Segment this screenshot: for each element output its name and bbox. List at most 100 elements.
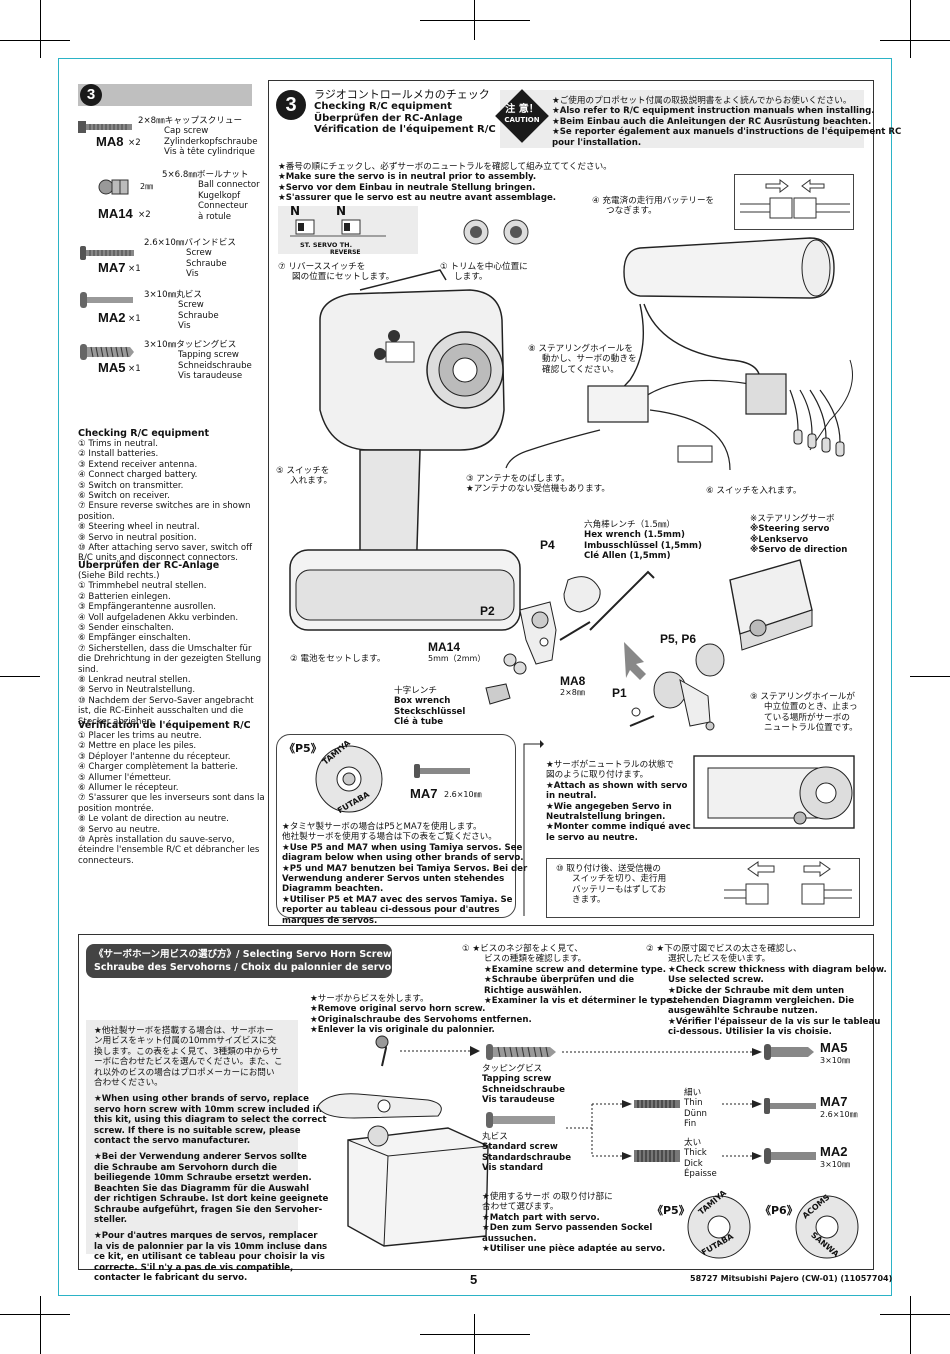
lower-p6-label: 《P6》 (760, 1204, 798, 1217)
p5-text: ★タミヤ製サーボの場合はP5とMA7を使用します。 他社製サーボを使用する場合は… (282, 822, 527, 926)
part-size: 2㎜ (140, 182, 154, 191)
servo-saver-diagram (503, 559, 813, 731)
info-line: correcte. S'il n'y a pas de vis compatib… (94, 1262, 294, 1273)
note-line: ★Servo vor dem Einbau in neutrale Stellu… (278, 182, 536, 193)
checklist-item: éteindre l'ensemble R/C et débrancher le… (78, 845, 260, 856)
callout-line: つなぎます。 (606, 206, 657, 217)
checklist-item: R/C units and disconnect connectors. (78, 553, 238, 564)
p5-line: ★Utiliser P5 et MA7 avec des servos Tami… (282, 894, 513, 905)
cap-screw-icon (78, 121, 132, 133)
info-line: beiliegende 10mm Schraube ersetzt werden… (94, 1173, 312, 1184)
checklist-item: ⑨ Servo in Neutralstellung. (78, 685, 196, 696)
part-desc-jp: 5×6.8㎜ボールナット (162, 170, 249, 180)
label-p2: P2 (480, 604, 495, 618)
label-p4: P4 (540, 538, 555, 552)
caution-line: ★Also refer to R/C equipment instruction… (552, 106, 875, 117)
step-number-circle: 3 (276, 90, 306, 120)
result-code-ma5: MA5 (820, 1040, 848, 1055)
checklist-title: Vérification de l'équipement R/C (78, 720, 251, 731)
tapping-screw-icon (80, 344, 134, 360)
screw-selection-banner: 《サーボホーン用ビスの選び方》/ Selecting Servo Horn Sc… (86, 944, 392, 978)
match-line: ★Utiliser une pièce adaptée au servo. (482, 1244, 666, 1255)
checklist-item: ist, die RC-Einheit ausschalten und die (78, 706, 244, 717)
page-frame (58, 58, 892, 1296)
callout-9: ⑨ ステアリングホイールが 中立位置のとき、止まっ ている場所がサーボの ニュー… (750, 692, 858, 734)
match-line: ★使用するサーボ の取り付け部に (482, 1192, 613, 1202)
crop-mark (880, 40, 950, 41)
part-desc-fr: Vis (186, 269, 199, 280)
attach-line: Neutralstellung bringen. (546, 812, 666, 823)
callout-5: ⑤ スイッチを 入れます。 (276, 466, 332, 487)
part-qty: ×2 (138, 210, 151, 220)
round-screw-icon (80, 292, 133, 308)
info-line: this kit, using this diagram to select t… (94, 1115, 327, 1126)
part-qty: ×1 (128, 264, 141, 274)
callout-line: します。 (454, 272, 488, 283)
step2-line: 選択したビスを使います。 (668, 954, 771, 965)
part-code: MA7 (98, 260, 126, 275)
thick-screw-thread-icon (634, 1150, 680, 1162)
attach-line: in neutral. (546, 791, 597, 802)
p5-line: marques de servos. (282, 915, 378, 926)
p5-line: ★Use P5 and MA7 when using Tamiya servos… (282, 842, 523, 853)
part-desc-en: Screw (186, 248, 212, 259)
callout-1: ① トリムを中心位置に します。 (440, 262, 528, 283)
label-line: Fin (684, 1119, 697, 1130)
label-line: Vis standard (482, 1163, 544, 1174)
info-line: contacter le fabricant du servo. (94, 1272, 248, 1283)
match-line: 合わせて選びます。 (482, 1202, 559, 1213)
info-line: れ以外のビスの場合はプロポメーカーにお問い (94, 1067, 275, 1078)
caution-jp: 注 意！ (505, 104, 539, 115)
step2-line: ausgewählte Schraube nutzen. (668, 1006, 818, 1017)
screw-flow-arrows (562, 1048, 762, 1160)
checklist-item: ⑤ Switch on transmitter. (78, 480, 184, 491)
label-line: Vis taraudeuse (482, 1095, 555, 1106)
p5-line: diagram below when using other brands of… (282, 853, 524, 864)
step2-line: ★Dicke der Schraube mit dem unten (668, 985, 845, 996)
bracket-arrow-icon (523, 740, 544, 916)
crop-mark (0, 1314, 70, 1315)
part-code: MA14 (98, 206, 133, 221)
part-code: MA5 (98, 360, 126, 375)
callout-line: 入れます。 (290, 476, 333, 487)
label-line: Steckschlüssel (394, 706, 466, 717)
checklist-items: ① Placer les trims au neutre. ② Mettre e… (78, 731, 268, 866)
checklist-item: ⑤ Sender einschalten. (78, 623, 174, 634)
label-line: 十字レンチ (394, 686, 437, 696)
remove-line: ★Remove original servo horn screw. (310, 1004, 486, 1015)
label-line: Standard screw (482, 1142, 558, 1153)
standard-screw-sample-icon (486, 1112, 555, 1128)
footer-text: 58727 Mitsubishi Pajero (CW-01) (1105770… (690, 1274, 893, 1283)
caution-text: ★ご使用のプロポセット付属の取扱説明書をよく読んでからお使いください。 ★Als… (552, 96, 901, 148)
checklist-item: (Siehe Bild rechts.) (78, 571, 160, 581)
checklist-item: ② Batterien einlegen. (78, 591, 171, 602)
thin-screw-thread-icon (634, 1100, 680, 1108)
p5-horn-tamiya-icon (315, 745, 383, 813)
p5-title: 《P5》 (284, 742, 322, 755)
info-line: ン用ビスをキット付属の10mmサイズビスに交 (94, 1036, 277, 1047)
info-line: ★他社製サーボを搭載する場合は、サーボホー (94, 1026, 274, 1036)
label-line: ※Lenkservo (750, 534, 809, 545)
step-header-bar (78, 84, 252, 106)
checklist-item: ⑧ Le volant de direction au neutre. (78, 814, 229, 825)
step2-line: ★Vérifier l'épaisseur de la vis sur le t… (668, 1016, 881, 1027)
p5-line: Diagramm beachten. (282, 884, 384, 895)
info-line: ーボに合わせたビスを選んでください。また、こ (94, 1057, 283, 1068)
match-line: ★Match part with servo. (482, 1212, 600, 1223)
box-wrench-icon (485, 683, 511, 705)
callout-line: ⑥ スイッチを入れます。 (706, 486, 802, 496)
info-line: la vis de palonnier par la vis 10mm incl… (94, 1241, 328, 1252)
step2-line: ② ★下の原寸図でビスの太さを確認し、 (646, 944, 802, 954)
checklist-item: ⑦ Ensure reverse switches are in shown (78, 501, 251, 512)
callout-line: 確認してください。 (542, 364, 619, 375)
step-number-badge: 3 (80, 84, 102, 106)
neutral-mark: N (290, 204, 301, 218)
part-desc-de: Schneidschraube (178, 360, 252, 371)
bind-screw-icon (80, 246, 134, 260)
checklist-items: ① Trims in neutral. ② Install batteries.… (78, 439, 268, 564)
info-line: steller. (94, 1214, 128, 1225)
part-qty: ×1 (128, 364, 141, 374)
part-desc-de: Zylinderkopfschraube (164, 136, 258, 147)
label-line: Box wrench (394, 696, 451, 707)
checklist-item: ⑨ Servo au neutre. (78, 824, 161, 835)
